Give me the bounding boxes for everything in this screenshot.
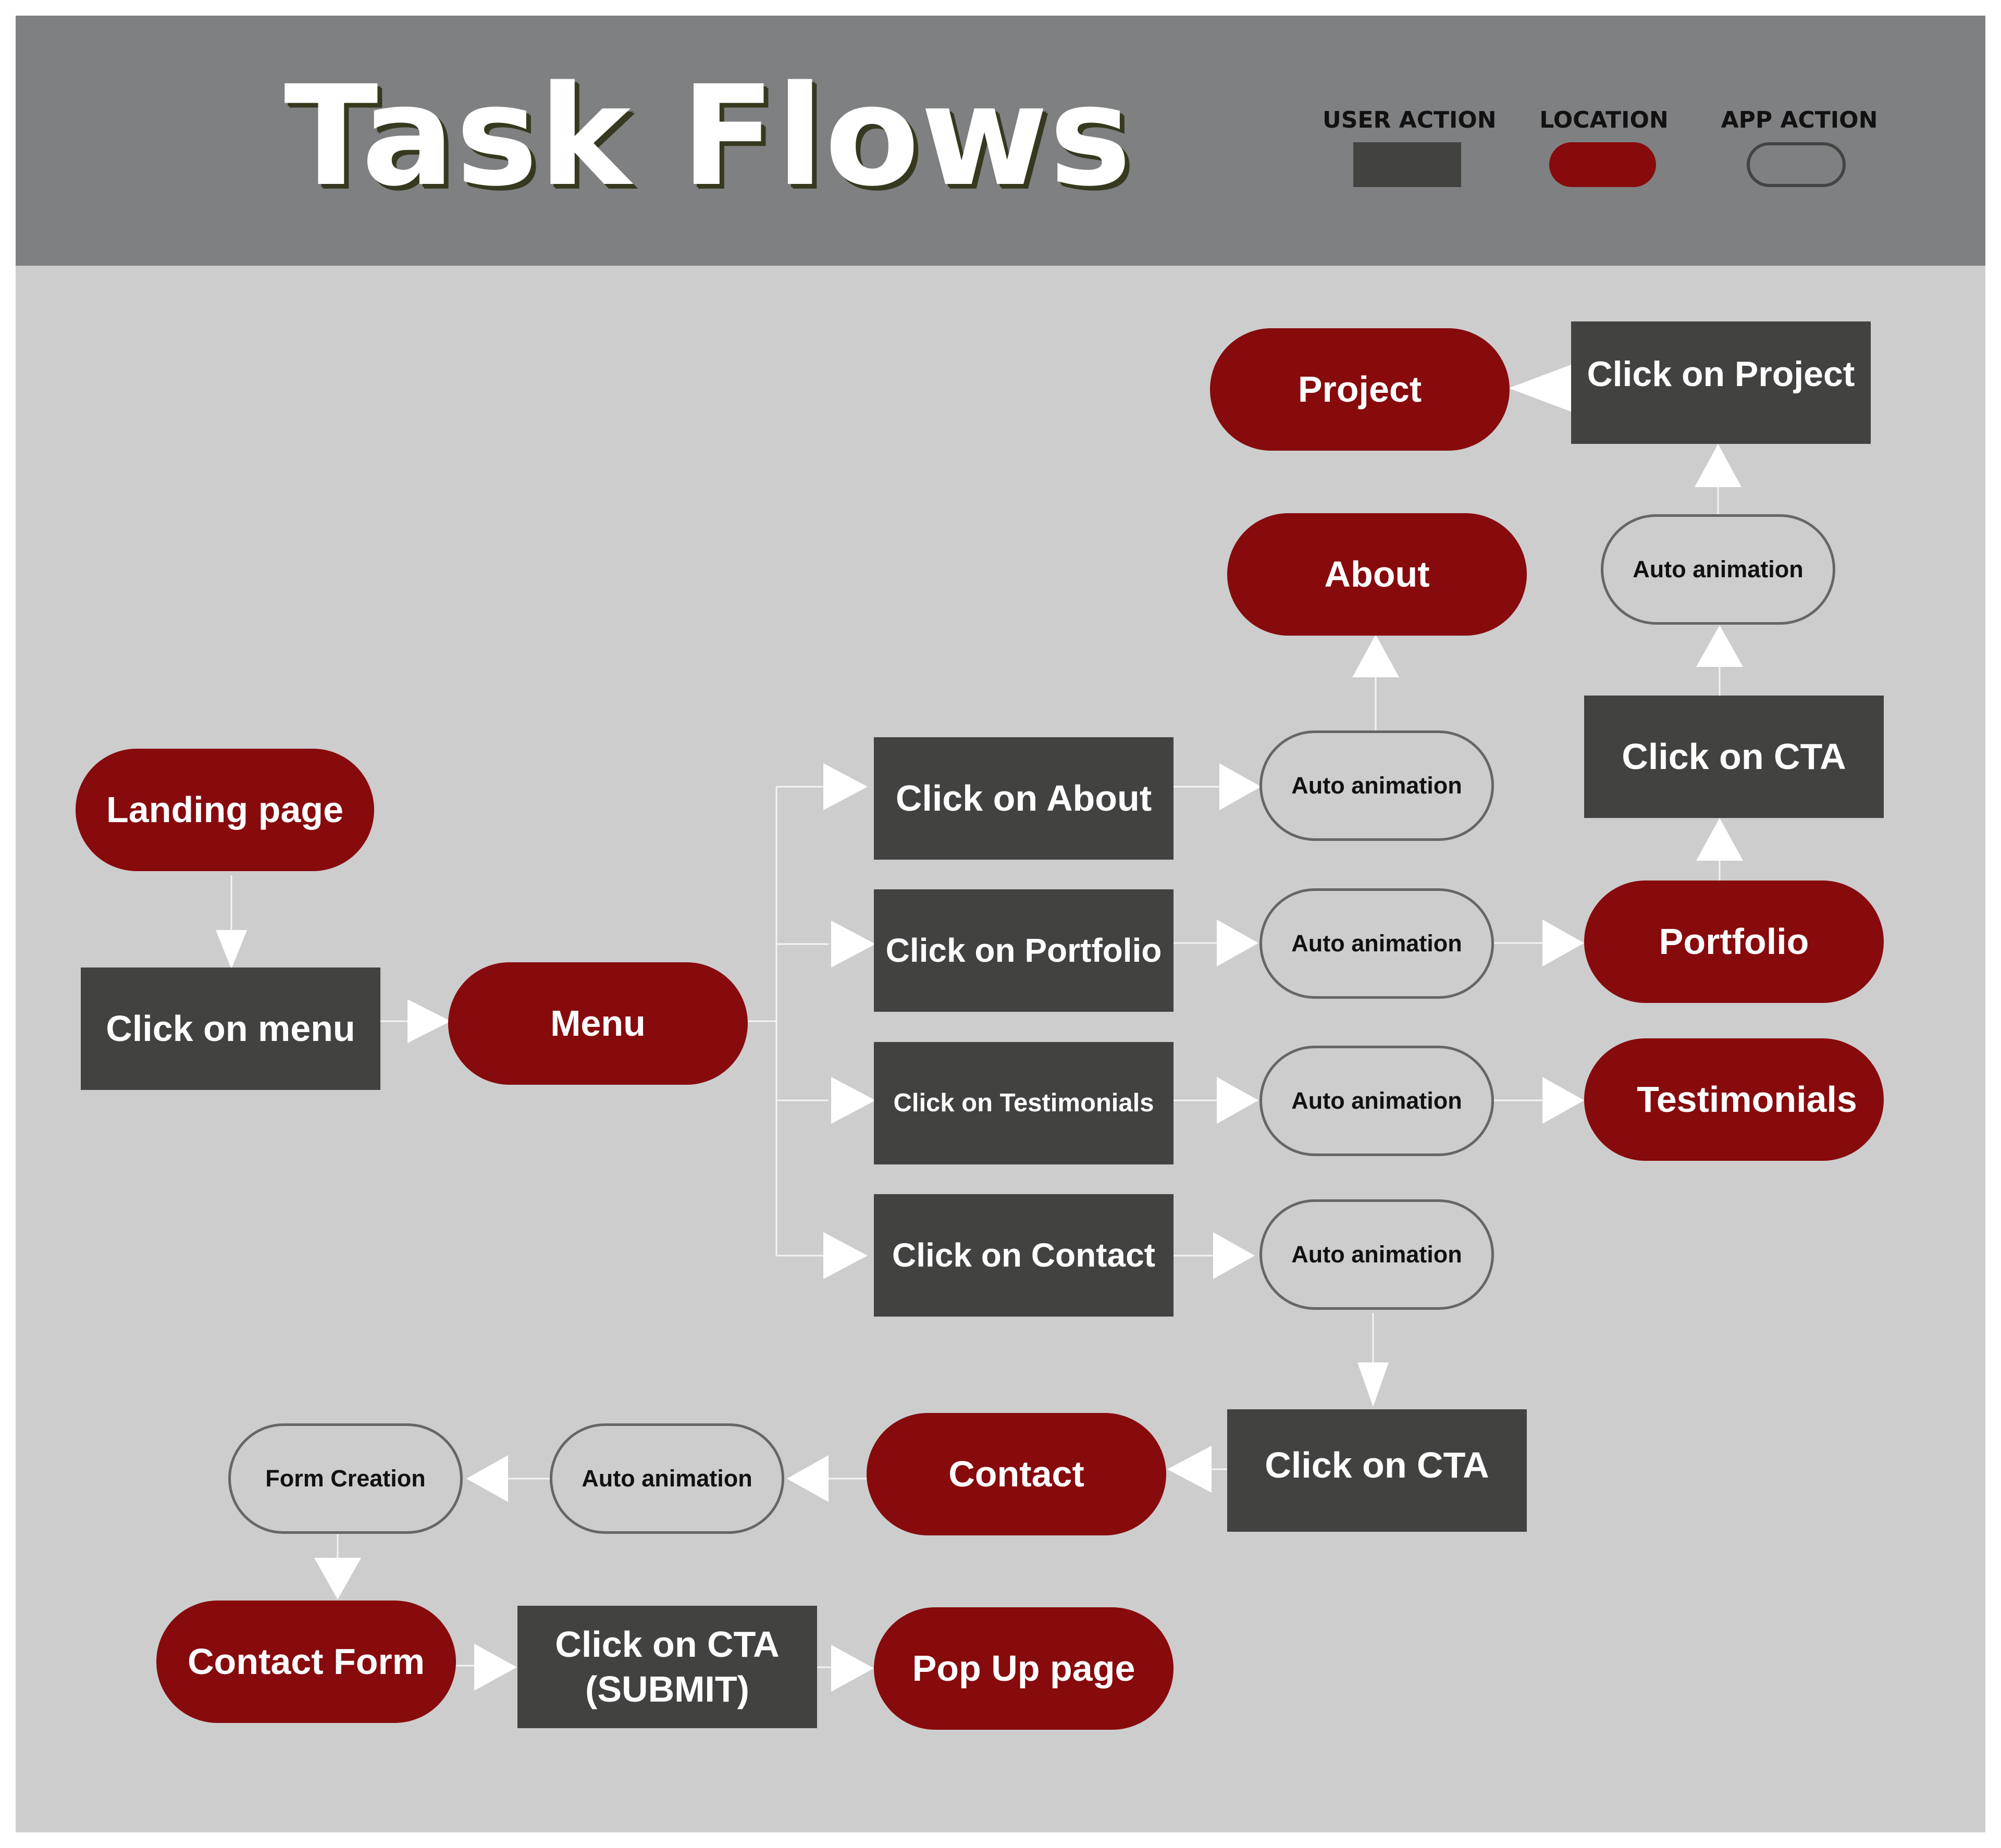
user-action-click-on-portfolio[interactable]: Click on Portfolio: [874, 889, 1174, 1012]
arrowhead-right: [1213, 1232, 1255, 1279]
app-action-auto-animation-testimonials: Auto animation: [1259, 1046, 1494, 1156]
legend-user-action-swatch: [1353, 142, 1461, 187]
location-contact[interactable]: Contact: [867, 1413, 1166, 1535]
arrowhead-left: [1509, 365, 1571, 412]
legend-user-action-label: USER ACTION: [1323, 107, 1497, 133]
app-action-form-creation: Form Creation: [228, 1423, 463, 1534]
arrowhead-right: [1217, 920, 1258, 966]
user-action-click-on-cta-contact[interactable]: Click on CTA: [1227, 1409, 1527, 1532]
header-bar: [16, 16, 1985, 266]
location-contact-form[interactable]: Contact Form: [156, 1601, 456, 1723]
arrowhead-up: [1695, 444, 1741, 487]
arrowhead-right: [823, 763, 868, 810]
arrowhead-right: [407, 999, 451, 1043]
legend-location-swatch: [1549, 142, 1656, 187]
page-title: Task Flows: [284, 56, 1133, 217]
app-action-auto-animation-portfolio: Auto animation: [1259, 888, 1494, 999]
user-action-click-on-about[interactable]: Click on About: [874, 737, 1174, 860]
user-action-click-on-project[interactable]: Click on Project: [1571, 321, 1871, 444]
arrowhead-left: [1167, 1446, 1212, 1493]
arrowhead-right: [823, 1232, 868, 1279]
arrowhead-left: [787, 1455, 829, 1502]
user-action-click-on-menu[interactable]: Click on menu: [81, 968, 380, 1090]
arrowhead-right: [1542, 1077, 1584, 1124]
arrowhead-up: [1696, 625, 1743, 667]
arrowhead-right: [474, 1644, 517, 1691]
arrowhead-left: [466, 1455, 508, 1502]
arrowhead-down: [314, 1558, 361, 1599]
arrowhead-right: [831, 921, 875, 968]
location-pop-up-page[interactable]: Pop Up page: [874, 1607, 1174, 1730]
user-action-click-on-cta-submit[interactable]: Click on CTA (SUBMIT): [517, 1606, 817, 1728]
arrowhead-right: [1219, 763, 1261, 810]
location-menu[interactable]: Menu: [448, 962, 748, 1085]
arrowhead-right: [1217, 1077, 1258, 1124]
location-testimonials[interactable]: Testimonials: [1584, 1038, 1884, 1161]
arrowhead-right: [831, 1077, 875, 1124]
legend-app-action-label: APP ACTION: [1721, 107, 1878, 133]
user-action-click-on-cta-portfolio[interactable]: Click on CTA: [1584, 696, 1884, 818]
arrowhead-down: [216, 930, 247, 969]
arrowhead-right: [1542, 920, 1584, 966]
location-about[interactable]: About: [1227, 513, 1527, 636]
legend-app-action-swatch: [1747, 142, 1846, 187]
legend-location-label: LOCATION: [1539, 107, 1669, 133]
app-action-auto-animation-contact-page: Auto animation: [550, 1423, 784, 1534]
user-action-click-on-contact[interactable]: Click on Contact: [874, 1194, 1174, 1317]
app-action-auto-animation-about: Auto animation: [1259, 730, 1494, 841]
arrowhead-right: [831, 1645, 874, 1692]
arrowhead-up: [1352, 635, 1399, 677]
app-action-auto-animation-contact: Auto animation: [1259, 1199, 1494, 1310]
user-action-click-on-testimonials[interactable]: Click on Testimonials: [874, 1042, 1174, 1164]
location-landing-page[interactable]: Landing page: [76, 749, 374, 871]
app-action-auto-animation-portfolio-cta: Auto animation: [1601, 514, 1835, 625]
arrowhead-up: [1696, 818, 1743, 861]
arrowhead-down: [1357, 1362, 1389, 1407]
location-project[interactable]: Project: [1210, 328, 1510, 451]
location-portfolio[interactable]: Portfolio: [1584, 880, 1884, 1003]
